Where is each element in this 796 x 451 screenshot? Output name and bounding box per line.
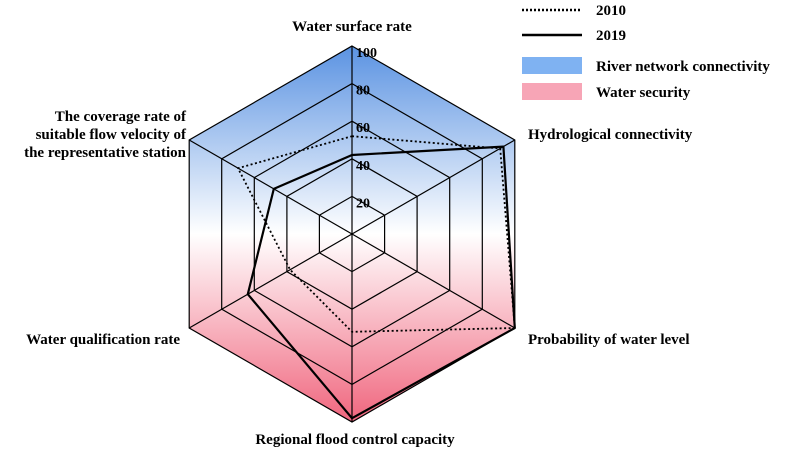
tick-label-20: 20 [356, 196, 370, 211]
legend-zone-label-0: River network connectivity [596, 59, 770, 75]
series-line-2019 [246, 145, 516, 420]
axis-label-5-2: the representative station [24, 145, 187, 161]
grid-spoke-4 [188, 233, 353, 329]
series-line-2010 [237, 135, 516, 333]
tick-label-60: 60 [356, 121, 370, 136]
axis-label-5-1: suitable flow velocity of [36, 127, 187, 143]
tick-label-80: 80 [356, 84, 370, 99]
axis-label-1-0: Hydrological connectivity [528, 127, 693, 143]
legend-zone-swatch-1 [522, 83, 582, 100]
grid-spoke-2 [351, 233, 516, 329]
axis-label-3-0: Regional flood control capacity [255, 432, 455, 448]
axis-label-2-0: Probability of water level [528, 332, 690, 348]
grid-spoke-5 [188, 139, 353, 235]
axis-label-5-0: The coverage rate of [55, 109, 187, 125]
axis-label-0-0: Water surface rate [292, 19, 412, 35]
tick-label-40: 40 [356, 159, 370, 174]
legend-label-2010: 2010 [596, 3, 626, 19]
tick-label-100: 100 [356, 46, 377, 61]
legend-zone-swatch-0 [522, 57, 582, 74]
grid-spoke-1 [351, 139, 516, 235]
legend-label-2019: 2019 [596, 28, 626, 44]
legend-zone-label-1: Water security [596, 85, 691, 101]
axis-label-4-0: Water qualification rate [26, 332, 180, 348]
